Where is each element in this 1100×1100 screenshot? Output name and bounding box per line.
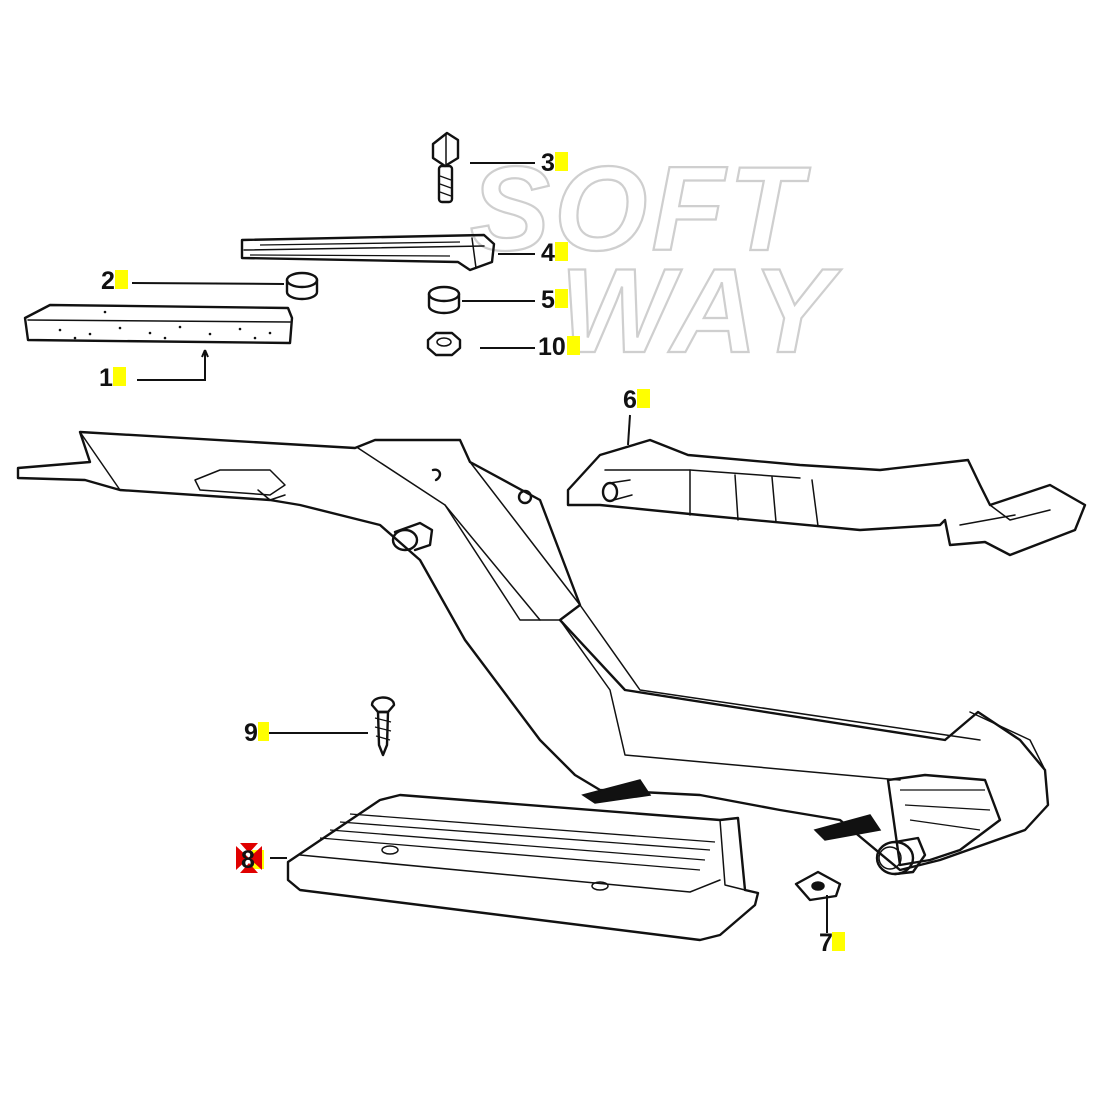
main-frame[interactable]	[16, 430, 1050, 876]
callout-1-text: 1	[99, 364, 113, 392]
part-4-plate[interactable]	[240, 233, 496, 272]
part-3-bolt[interactable]	[431, 131, 460, 204]
selection-marker-bottom	[240, 863, 258, 873]
callout-7[interactable]: 7	[819, 929, 845, 957]
part-7-clip[interactable]	[794, 870, 842, 902]
selection-marker-top	[240, 843, 258, 853]
callout-3-text: 3	[541, 149, 555, 177]
callout-3[interactable]: 3	[541, 149, 568, 177]
watermark-line2: WAY	[560, 244, 842, 378]
callout-6[interactable]: 6	[623, 386, 650, 414]
softway-watermark: SOFT WAY	[469, 141, 842, 379]
callout-4-text: 4	[541, 239, 555, 267]
callout-1[interactable]: 1	[99, 364, 126, 392]
callout-4[interactable]: 4	[541, 239, 568, 267]
callout-7-text: 7	[819, 929, 833, 957]
callout-10[interactable]: 10	[538, 333, 580, 361]
part-9-screw[interactable]	[370, 696, 396, 757]
part-10-nut[interactable]	[426, 331, 462, 357]
callout-9[interactable]: 9	[244, 719, 269, 747]
callout-5[interactable]: 5	[541, 286, 568, 314]
callout-8[interactable]: 8	[236, 843, 264, 874]
selection-marker-left	[236, 846, 249, 870]
part-5-bushing[interactable]	[427, 285, 461, 315]
callout-8-text: 8	[241, 846, 255, 874]
leader-lines	[131, 162, 828, 933]
part-1-rubber-pad[interactable]	[23, 303, 294, 345]
selection-marker-right	[249, 846, 262, 870]
callout-2[interactable]: 2	[101, 267, 128, 295]
callout-10-text: 10	[538, 333, 566, 361]
part-2-bushing[interactable]	[285, 271, 319, 301]
callout-9-text: 9	[244, 719, 258, 747]
callout-5-text: 5	[541, 286, 555, 314]
callout-6-text: 6	[623, 386, 637, 414]
part-8-floor-board[interactable]	[286, 793, 760, 942]
callout-2-text: 2	[101, 267, 115, 295]
part-6-rail-bracket[interactable]	[566, 438, 1087, 557]
